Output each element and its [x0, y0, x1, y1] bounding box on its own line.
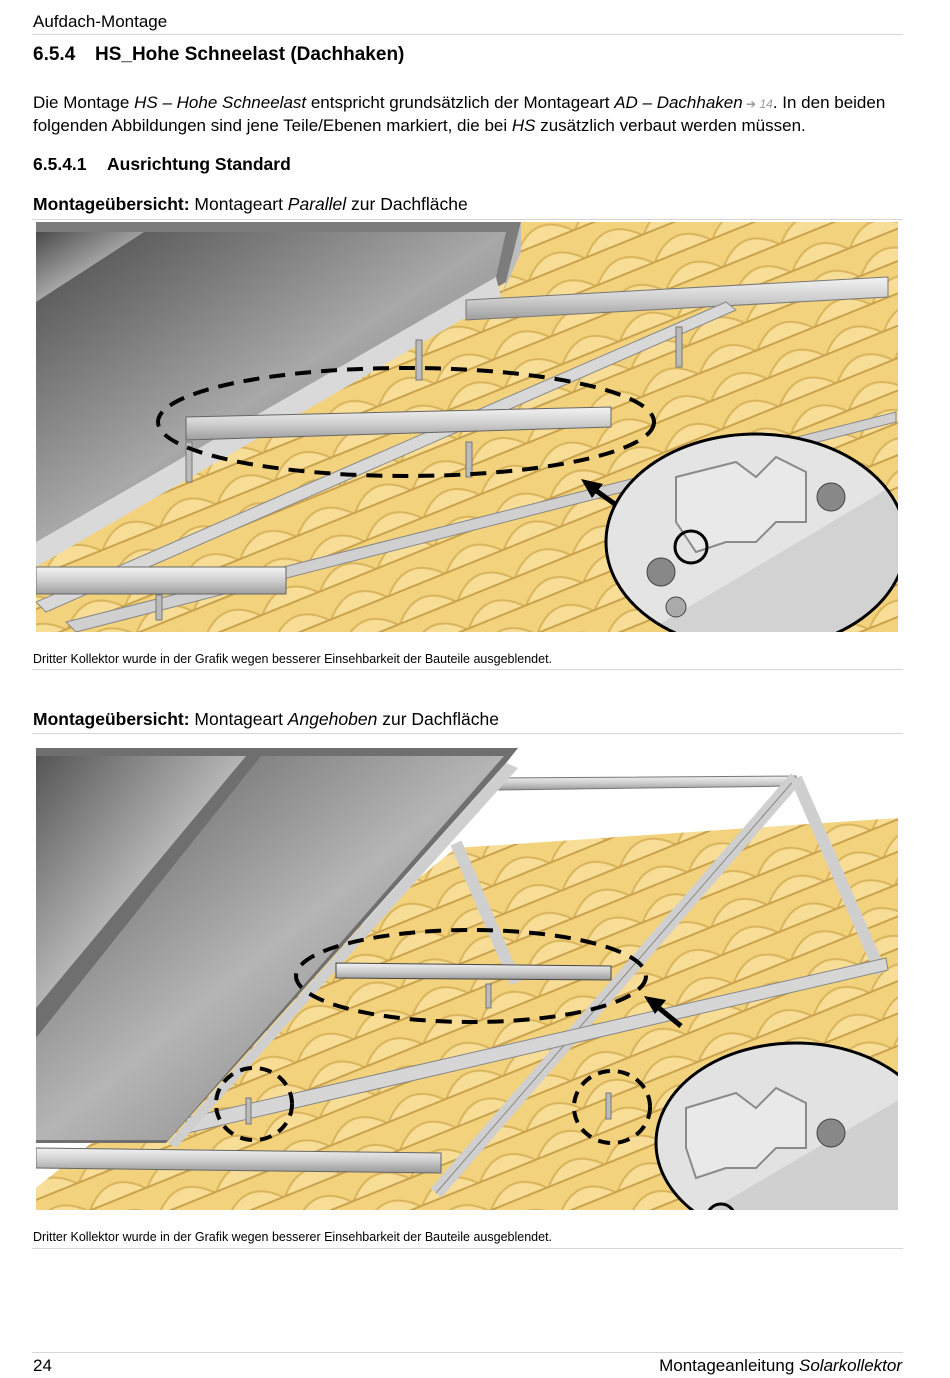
figure1-text: Montageart: [189, 194, 288, 214]
intro-mode-hs: HS – Hohe Schneelast: [134, 93, 307, 112]
subsection-title: Ausrichtung Standard: [107, 154, 291, 174]
figure2-label: Montageübersicht:: [33, 709, 190, 729]
intro-text-1: Die Montage: [33, 93, 135, 112]
figure1-title: Montageübersicht: Montageart Parallel zu…: [33, 194, 468, 215]
section-heading: 6.5.4 HS_Hohe Schneelast (Dachhaken): [33, 44, 404, 66]
figure1-image: [36, 222, 898, 632]
running-header: Aufdach-Montage: [33, 12, 168, 31]
header-rule: [32, 34, 903, 35]
intro-paragraph: Die Montage HS – Hohe Schneelast entspri…: [33, 92, 903, 136]
footer-title: Montageanleitung Solarkollektor: [659, 1356, 902, 1376]
figure2-mode: Angehoben: [287, 709, 378, 729]
intro-text-4: zusätzlich verbaut werden müssen.: [535, 116, 806, 135]
figure2-title: Montageübersicht: Montageart Angehoben z…: [33, 709, 499, 730]
xref-page: 14: [759, 97, 773, 111]
footer-rule: [32, 1352, 903, 1353]
subsection-number: 6.5.4.1: [33, 154, 87, 174]
footer-title-italic: Solarkollektor: [799, 1356, 902, 1375]
footer-title-plain: Montageanleitung: [659, 1356, 799, 1375]
figure2-image: [36, 748, 898, 1210]
cross-reference-link[interactable]: ➔ 14: [743, 97, 773, 111]
figure1-top-rule: [32, 219, 903, 220]
intro-text-3: . In den beiden folgenden Abbildungen si…: [33, 93, 886, 135]
figure2-top-rule: [32, 733, 903, 734]
figure1-label: Montageübersicht:: [33, 194, 190, 214]
figure2-suffix: zur Dachfläche: [377, 709, 499, 729]
figure2-note: Dritter Kollektor wurde in der Grafik we…: [33, 1230, 553, 1244]
figure1-suffix: zur Dachfläche: [346, 194, 468, 214]
section-title: HS_Hohe Schneelast (Dachhaken): [95, 44, 405, 65]
figure1-bottom-rule: [32, 669, 903, 670]
intro-text-2: entspricht grundsätzlich der Montageart: [306, 93, 615, 112]
figure1-mode: Parallel: [287, 194, 347, 214]
intro-hs: HS: [511, 116, 536, 135]
figure1-note: Dritter Kollektor wurde in der Grafik we…: [33, 652, 553, 666]
page-number: 24: [33, 1356, 52, 1375]
subsection-heading: 6.5.4.1 Ausrichtung Standard: [33, 154, 291, 175]
figure2-bottom-rule: [32, 1248, 903, 1249]
xref-arrow-icon: ➔: [742, 97, 760, 111]
figure2-text: Montageart: [189, 709, 288, 729]
intro-mode-ad: AD – Dachhaken: [614, 93, 743, 112]
section-number: 6.5.4: [33, 44, 76, 65]
